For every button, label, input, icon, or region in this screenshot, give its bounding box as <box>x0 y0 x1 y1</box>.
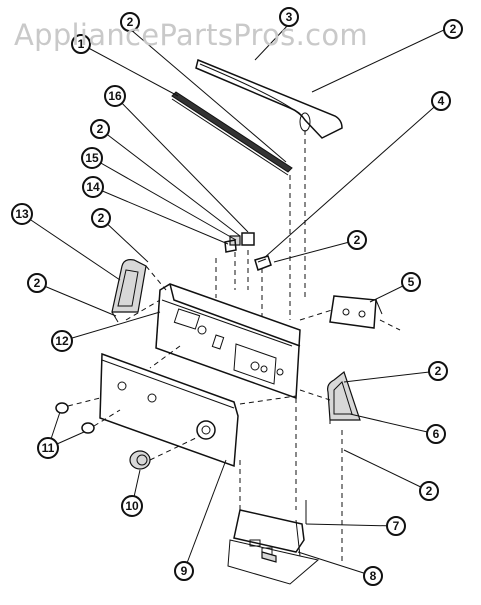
left-end-cap <box>111 259 147 323</box>
switch-pieces <box>224 232 255 253</box>
timer-knob <box>129 450 151 470</box>
callout-2-a: 2 <box>120 12 140 32</box>
callout-1: 1 <box>71 34 91 54</box>
svg-text:14: 14 <box>86 180 100 194</box>
svg-text:8: 8 <box>370 569 377 583</box>
svg-text:13: 13 <box>15 207 29 221</box>
callout-13: 13 <box>11 203 33 225</box>
svg-text:11: 11 <box>42 441 55 455</box>
right-end-cap <box>327 370 361 421</box>
svg-text:2: 2 <box>354 233 361 247</box>
callout-2-g: 2 <box>428 361 448 381</box>
callout-16: 16 <box>104 85 126 107</box>
svg-text:2: 2 <box>127 15 134 29</box>
callout-2-c: 2 <box>90 119 110 139</box>
svg-text:5: 5 <box>408 275 415 289</box>
svg-text:2: 2 <box>98 211 105 225</box>
callout-6: 6 <box>426 424 446 444</box>
svg-text:9: 9 <box>181 564 188 578</box>
callout-2-d: 2 <box>91 208 111 228</box>
svg-text:2: 2 <box>450 22 457 36</box>
svg-text:6: 6 <box>433 427 440 441</box>
callout-10: 10 <box>121 495 143 517</box>
svg-text:16: 16 <box>108 89 122 103</box>
base-assembly <box>227 500 320 585</box>
clip-part <box>254 255 272 271</box>
callout-11: 11 <box>37 437 59 459</box>
svg-text:4: 4 <box>438 94 445 108</box>
callout-12: 12 <box>51 330 73 352</box>
svg-text:10: 10 <box>125 499 139 513</box>
svg-text:2: 2 <box>34 276 41 290</box>
callout-2-b: 2 <box>443 19 463 39</box>
callout-4: 4 <box>431 91 451 111</box>
callout-9: 9 <box>174 561 194 581</box>
bracket-part <box>329 295 383 329</box>
callout-14: 14 <box>82 176 104 198</box>
callout-8: 8 <box>363 566 383 586</box>
callout-2-e: 2 <box>347 230 367 250</box>
svg-text:12: 12 <box>55 334 69 348</box>
callout-2-h: 2 <box>419 481 439 501</box>
control-console <box>155 283 301 400</box>
callout-3: 3 <box>279 7 299 27</box>
callout-7: 7 <box>386 516 406 536</box>
callout-15: 15 <box>81 147 103 169</box>
callout-2-f: 2 <box>27 273 47 293</box>
svg-text:2: 2 <box>435 364 442 378</box>
svg-text:15: 15 <box>85 151 99 165</box>
leader-lines <box>21 23 447 577</box>
assembly-dashed-lines <box>67 130 401 562</box>
callout-5: 5 <box>401 272 421 292</box>
svg-text:2: 2 <box>426 484 433 498</box>
svg-text:7: 7 <box>393 519 400 533</box>
small-knobs <box>55 402 95 434</box>
long-strip <box>171 91 293 176</box>
svg-text:3: 3 <box>286 10 293 24</box>
front-panel <box>99 352 239 468</box>
svg-text:1: 1 <box>78 37 85 51</box>
svg-text:2: 2 <box>97 122 104 136</box>
